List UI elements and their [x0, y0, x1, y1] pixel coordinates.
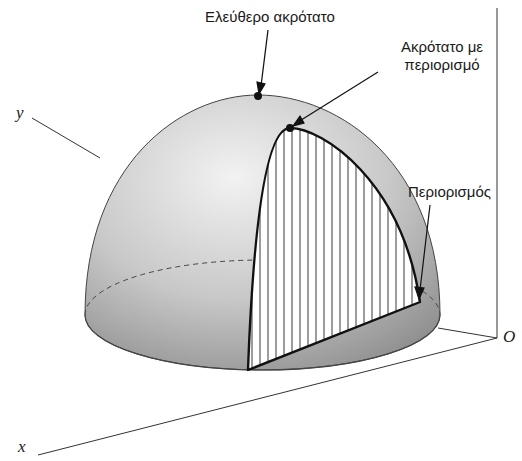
leader-line	[420, 205, 430, 290]
slice-outline	[248, 128, 420, 370]
slice-hatching	[240, 120, 430, 380]
leader-line	[261, 30, 268, 86]
leader-line	[298, 72, 378, 122]
base-line	[438, 328, 497, 338]
free-extremum-label: Ελεύθερο ακρότατο	[205, 8, 335, 26]
axis-label: y	[16, 104, 24, 122]
z-axis	[497, 8, 498, 338]
axis-label: x	[18, 438, 26, 456]
constrained-extremum-label: Ακρότατο με περιορισμό	[382, 38, 502, 74]
y-axis	[32, 118, 100, 158]
arrow-head	[293, 116, 304, 126]
origin-label: O	[503, 328, 515, 346]
free-extremum-point	[254, 92, 262, 100]
constraint-label: Περιορισμός	[408, 183, 491, 201]
arrow-head	[257, 82, 265, 94]
arrow-head	[415, 287, 424, 299]
constrained-extremum-point	[286, 124, 294, 132]
